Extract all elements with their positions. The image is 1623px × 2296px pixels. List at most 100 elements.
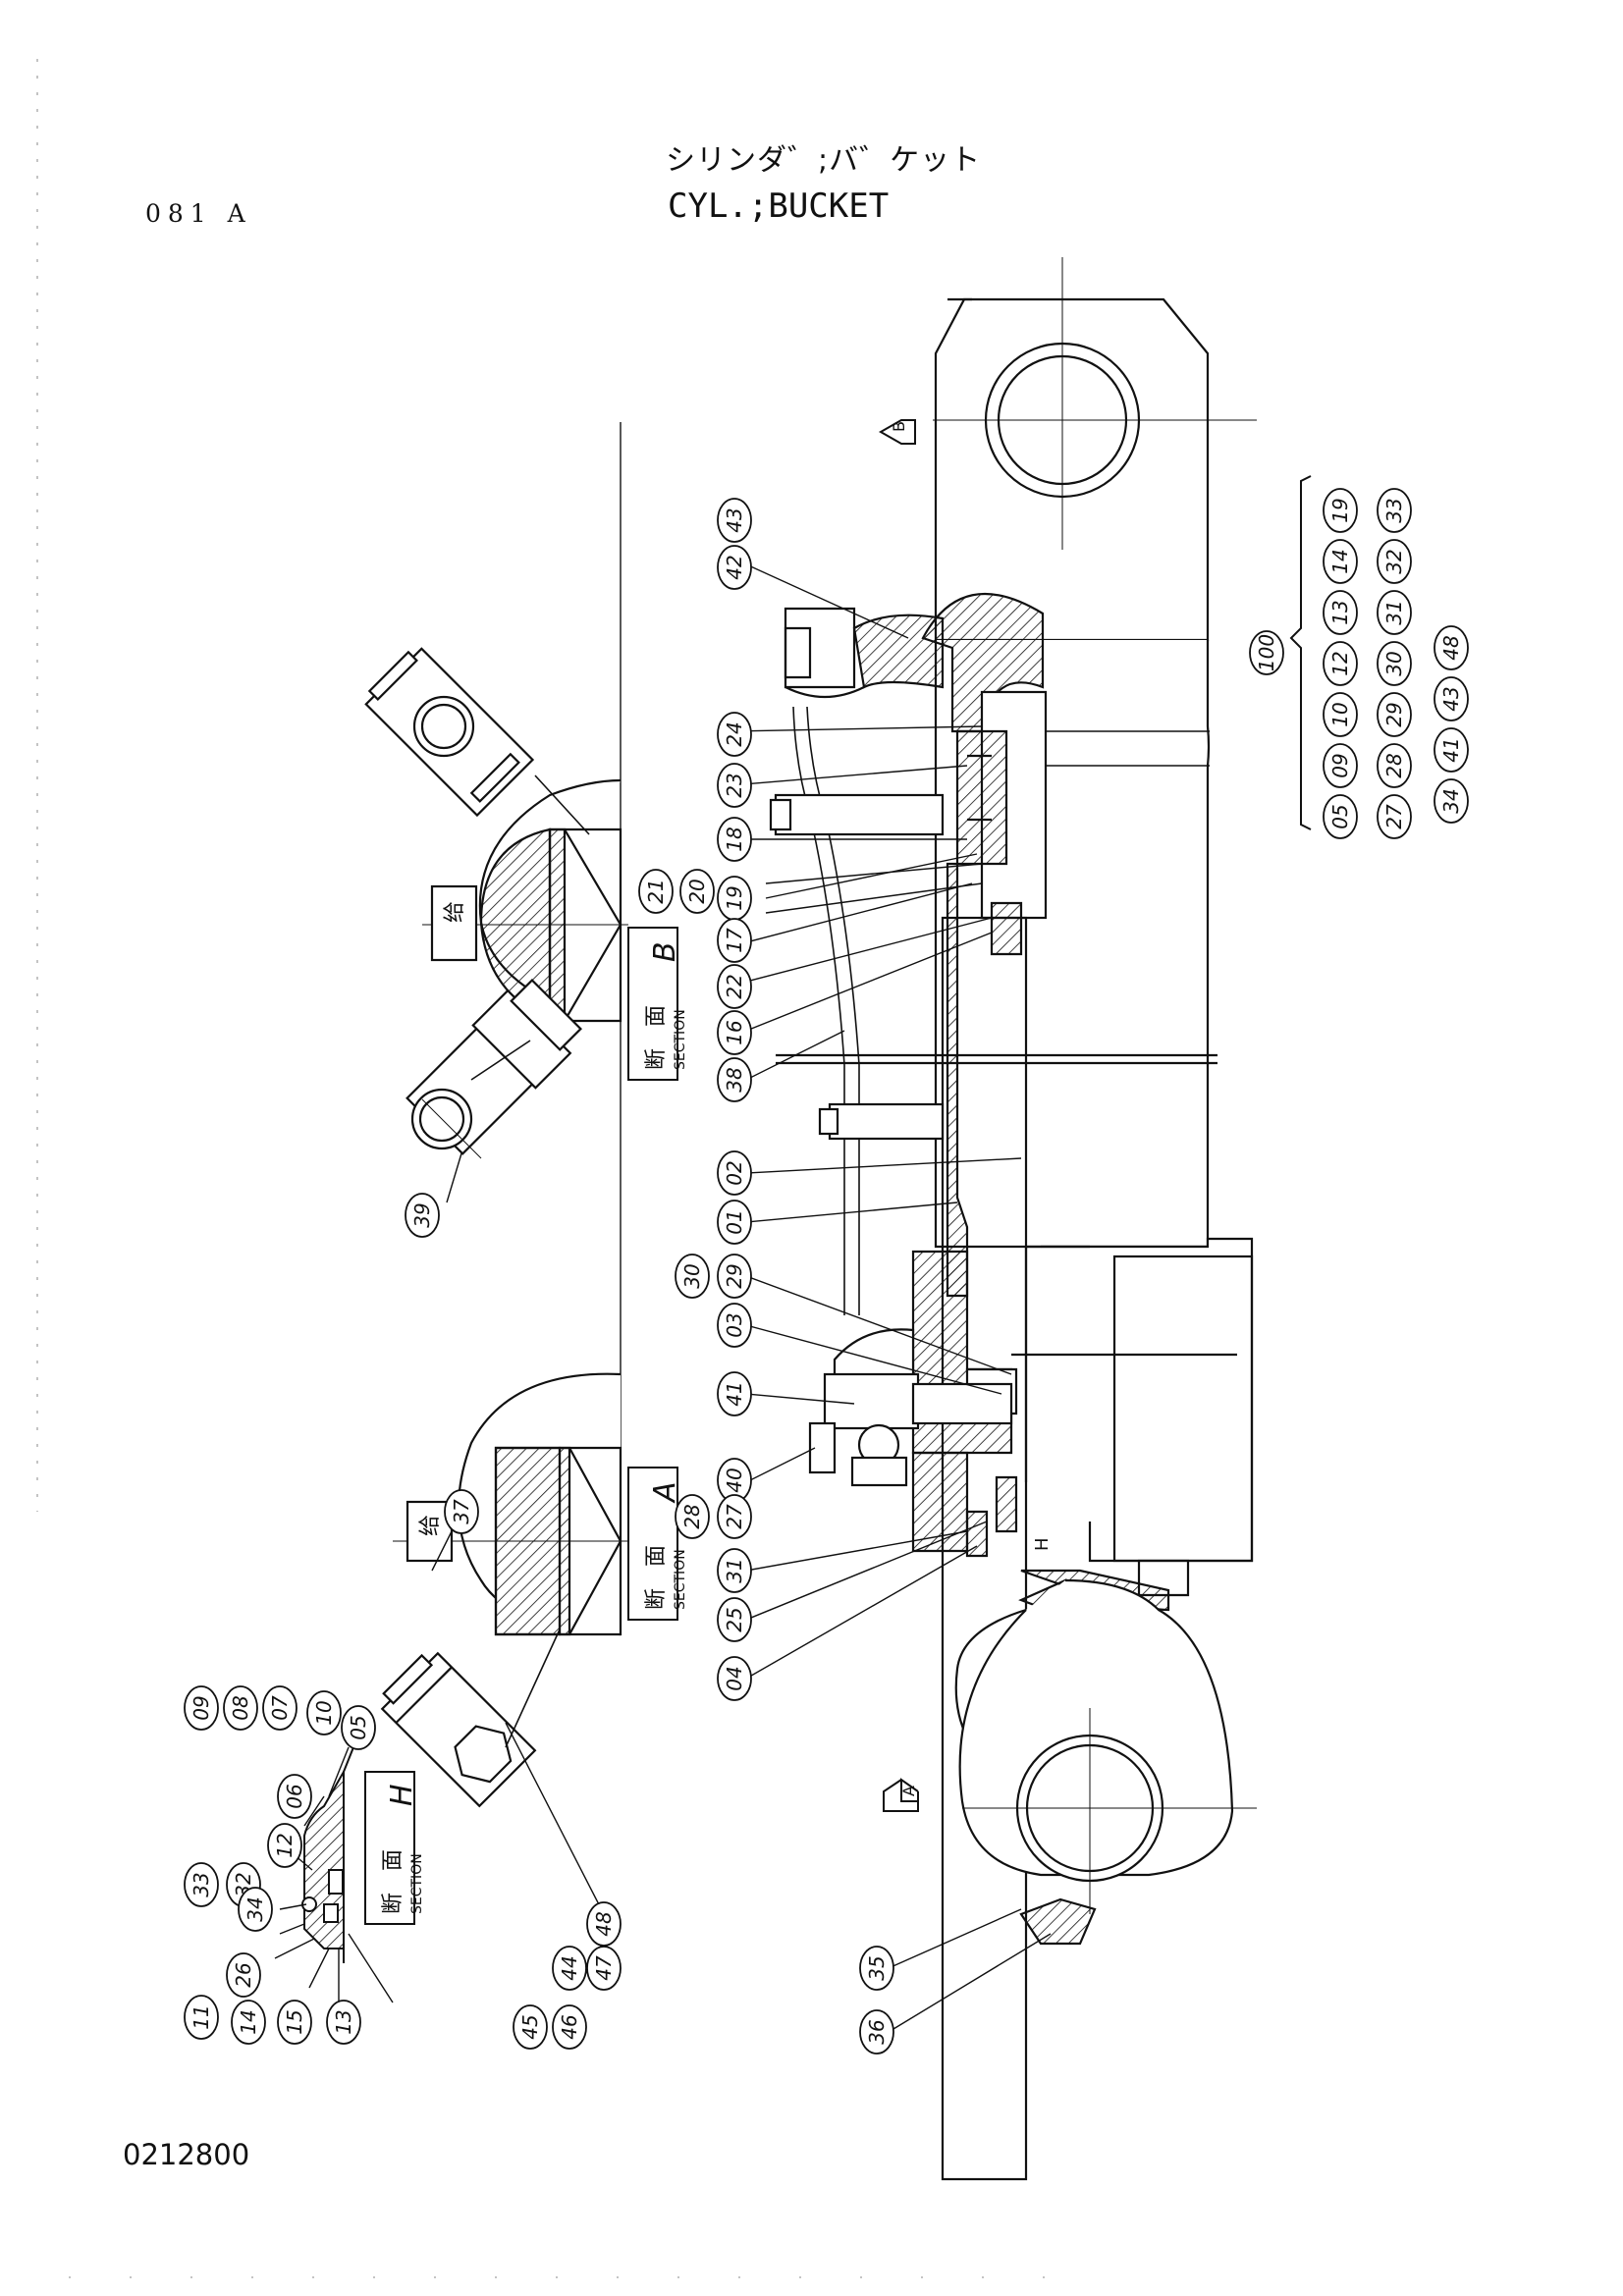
callout-number: 12 [273, 1833, 297, 1857]
title-japanese: シリンダ゛;バ゛ケット [666, 143, 982, 178]
callout-main_top-16: 16 [717, 1010, 752, 1055]
callout-number: 15 [283, 2009, 306, 2034]
svg-text:断 面: 断 面 [381, 1849, 406, 1914]
callout-circle [1377, 692, 1412, 737]
callout-number: 18 [723, 827, 746, 851]
title-english: CYL.;BUCKET [668, 187, 890, 226]
callout-number: 44 [558, 1955, 581, 1980]
callout-circle [717, 498, 752, 543]
callout-circle [341, 1705, 376, 1750]
callout-circle [638, 869, 674, 914]
section-a-label: 断 面 SECTION A [627, 1467, 688, 1621]
callout-number: 25 [723, 1607, 746, 1631]
callout-kit-33: 33 [1377, 488, 1412, 533]
callout-number: 28 [680, 1504, 704, 1528]
callout-main_top-22: 22 [717, 964, 752, 1009]
callout-kit-48: 48 [1434, 625, 1469, 670]
callout-section_a-46: 46 [552, 2004, 587, 2050]
callout-circle [1323, 488, 1358, 533]
document-number: 0212800 [123, 2138, 250, 2171]
sheet-code: 081 A [145, 199, 252, 228]
callout-kit-43: 43 [1434, 676, 1469, 721]
callout-circle [717, 817, 752, 862]
callout-section_h-06: 06 [277, 1774, 312, 1819]
callout-circle [277, 1774, 312, 1819]
callout-number: 33 [1382, 498, 1406, 522]
callout-number: 03 [723, 1312, 746, 1337]
callout-number: 09 [189, 1695, 213, 1720]
svg-text:B: B [890, 421, 908, 432]
callout-number: 02 [723, 1160, 746, 1185]
svg-text:B: B [648, 941, 682, 962]
callout-number: 42 [723, 555, 746, 579]
callout-circle [1249, 630, 1284, 675]
callout-number: 34 [1439, 788, 1463, 813]
callout-section_a-47: 47 [586, 1946, 622, 1991]
svg-text:给: 给 [443, 901, 467, 923]
callout-main_mid-31: 31 [717, 1548, 752, 1593]
callout-number: 24 [723, 721, 746, 746]
callout-circle [717, 1057, 752, 1102]
callout-number: 33 [189, 1872, 213, 1896]
callout-section_a-45: 45 [513, 2004, 548, 2050]
callout-number: 14 [1328, 549, 1352, 573]
callout-circle [1323, 794, 1358, 839]
callout-number: 23 [723, 773, 746, 797]
svg-text:A: A [899, 1786, 918, 1796]
callout-number: 46 [558, 2014, 581, 2039]
callout-circle [679, 869, 715, 914]
callout-number: 43 [723, 507, 746, 532]
callout-circle [717, 1548, 752, 1593]
callout-number: 27 [1382, 804, 1406, 829]
callout-number: 35 [865, 1955, 889, 1980]
leader-lines [274, 563, 1052, 2033]
callout-circle [552, 1946, 587, 1991]
callout-main_top-21: 21 [638, 869, 674, 914]
callout-kit-31: 31 [1377, 590, 1412, 635]
callout-circle [586, 1901, 622, 1947]
callout-circle [717, 1010, 752, 1055]
callout-kit-10: 10 [1323, 692, 1358, 737]
callout-number: 16 [723, 1020, 746, 1044]
callout-circle [1323, 539, 1358, 584]
callout-kit-14: 14 [1323, 539, 1358, 584]
callout-main_mid-01: 01 [717, 1200, 752, 1245]
callout-circle [231, 2000, 266, 2045]
callout-circle [226, 1952, 261, 1998]
callout-kit-05: 05 [1323, 794, 1358, 839]
callout-rod_end-36: 36 [859, 2009, 894, 2055]
callout-main_mid-29: 29 [717, 1254, 752, 1299]
callout-circle [1323, 743, 1358, 788]
callout-circle [1377, 794, 1412, 839]
svg-text:断 面: 断 面 [644, 1005, 669, 1070]
callout-circle [1377, 641, 1412, 686]
callout-number: 10 [312, 1700, 336, 1725]
callout-main_top-20: 20 [679, 869, 715, 914]
callout-circle [717, 918, 752, 963]
callout-number: 19 [723, 885, 746, 910]
callout-number: 28 [1382, 753, 1406, 777]
callout-circle [717, 1371, 752, 1416]
callout-section_a-37: 37 [444, 1489, 479, 1534]
callout-number: 07 [268, 1695, 292, 1721]
callout-circle [1434, 778, 1469, 824]
callout-number: 31 [723, 1558, 746, 1582]
section-b-label: 断 面 SECTION B [627, 927, 688, 1081]
callout-circle [1434, 625, 1469, 670]
callout-main_mid-25: 25 [717, 1597, 752, 1642]
callout-section_h-09: 09 [184, 1685, 219, 1731]
section-h-label: 断 面 SECTION H [364, 1771, 425, 1925]
svg-text:SECTION: SECTION [673, 1549, 688, 1610]
callout-section_a-48: 48 [586, 1901, 622, 1947]
callout-circle [1323, 641, 1358, 686]
view-arrow-b: B [878, 419, 916, 445]
callout-kit-19: 19 [1323, 488, 1358, 533]
callout-kit-30: 30 [1377, 641, 1412, 686]
callout-section_h-07: 07 [262, 1685, 298, 1731]
callout-section_b-39: 39 [405, 1193, 440, 1238]
callout-circle [717, 763, 752, 808]
callout-section_h-08: 08 [223, 1685, 258, 1731]
callout-section_h-26: 26 [226, 1952, 261, 1998]
callout-main_top-18: 18 [717, 817, 752, 862]
callout-number: 20 [685, 879, 709, 903]
